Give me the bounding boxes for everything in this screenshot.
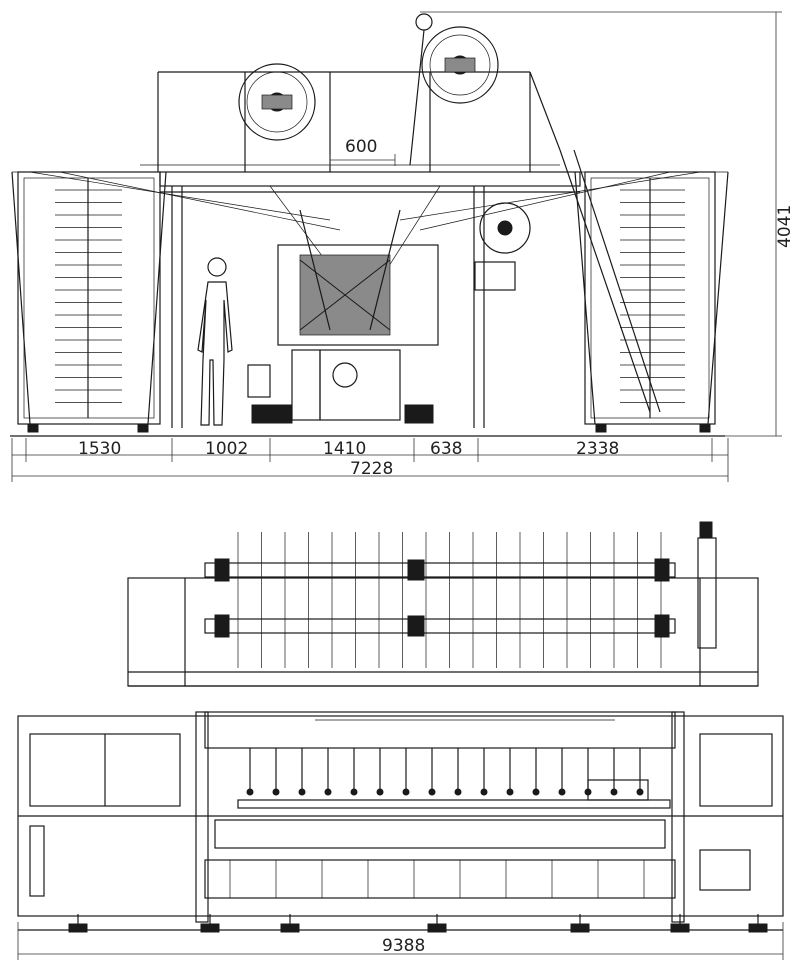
dim-seg-1410: 1410 [323, 439, 366, 459]
dim-9388: 9388 [17, 922, 784, 960]
dim-seg-1530: 1530 [78, 439, 121, 459]
machine-foot [670, 923, 690, 933]
dim-7228: 7228 [11, 438, 729, 482]
dim-9388-label: 9388 [382, 936, 425, 956]
warp-beam-right [474, 202, 531, 291]
needle-head [558, 788, 566, 796]
dim-600: 600 [329, 137, 396, 166]
needle-head [636, 788, 644, 796]
machine-foot [68, 923, 88, 933]
needle-head [298, 788, 306, 796]
needle-head [246, 788, 254, 796]
human-figure [197, 257, 233, 426]
needle-head [610, 788, 618, 796]
front-view: 9388 [17, 521, 784, 960]
dim-seg-2338: 2338 [576, 439, 619, 459]
dim-7228-label: 7228 [350, 459, 393, 479]
needle-head [272, 788, 280, 796]
needle-head [480, 788, 488, 796]
machine-foot [570, 923, 590, 933]
machine-foot [200, 923, 220, 933]
needle-head [506, 788, 514, 796]
machine-foot [748, 923, 768, 933]
dim-seg-1002: 1002 [205, 439, 248, 459]
warp-beam-top [409, 13, 499, 166]
machine-foot [280, 923, 300, 933]
machine-body [247, 209, 439, 424]
needle-head [350, 788, 358, 796]
dim-600-label: 600 [345, 137, 377, 157]
needle-head [532, 788, 540, 796]
dim-4041-label: 4041 [775, 205, 795, 248]
front-creel [127, 521, 759, 687]
needle-head [454, 788, 462, 796]
front-feet [68, 914, 768, 933]
needle-head [428, 788, 436, 796]
dim-segments: 1530 1002 1410 638 2338 [12, 438, 728, 462]
left-creel [11, 171, 167, 433]
right-creel [574, 171, 729, 433]
warp-beam-left [238, 63, 316, 141]
side-view: 600 4041 1530 1002 1410 638 2338 [10, 11, 795, 482]
front-machine [17, 711, 784, 923]
needle-head [324, 788, 332, 796]
dim-4041: 4041 [420, 11, 795, 437]
dim-seg-638: 638 [430, 439, 462, 459]
machine-foot [427, 923, 447, 933]
needle-head [376, 788, 384, 796]
needle-head [402, 788, 410, 796]
